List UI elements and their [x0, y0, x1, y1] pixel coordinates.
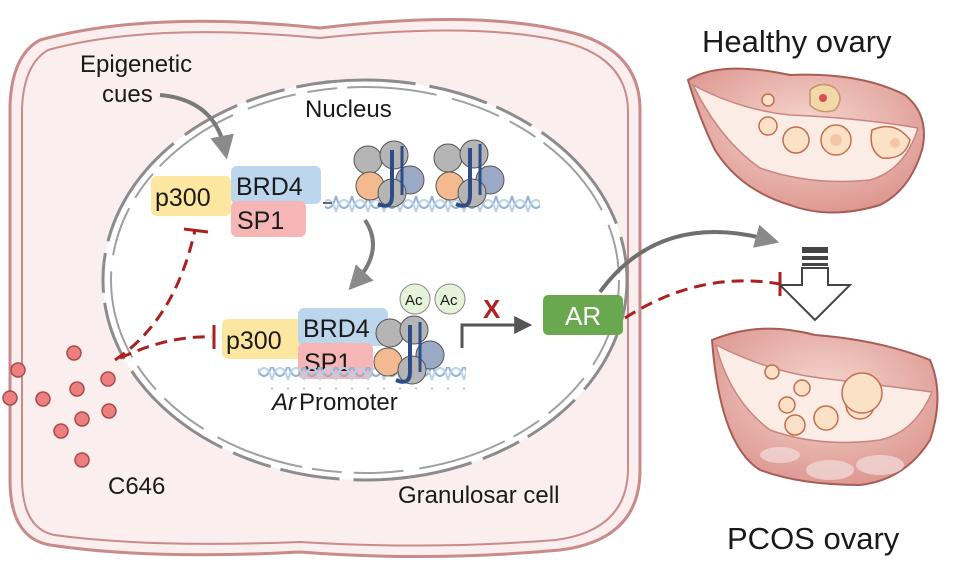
- sp1-box-top: [231, 201, 306, 237]
- nucleosome-top-1: [353, 140, 425, 208]
- sp1-label-top: SP1: [237, 207, 284, 235]
- healthy-ovary-illustration: [686, 67, 925, 214]
- epigenetic-cues-label-2: cues: [102, 81, 153, 108]
- ar-promoter-italic: Ar: [270, 389, 297, 416]
- brd4-label-top: BRD4: [236, 173, 303, 201]
- ar-output-arrow: [598, 224, 780, 294]
- epigenetic-cues-arrow: [159, 93, 234, 160]
- pcos-ovary-label: PCOS ovary: [727, 521, 900, 556]
- healthy-ovary-label: Healthy ovary: [702, 24, 892, 59]
- nucleosome-bottom: [373, 315, 445, 385]
- acetyl-mark-2: Ac: [434, 283, 466, 315]
- block-x-mark: X: [483, 294, 501, 324]
- ar-label: AR: [565, 301, 601, 331]
- pcos-ovary-illustration: [710, 327, 939, 487]
- top-complex: p300 BRD4 SP1: [151, 166, 321, 237]
- brd4-label-bottom: BRD4: [303, 315, 370, 343]
- transcription-start-arrow: [460, 316, 533, 348]
- bottom-complex: p300 BRD4 SP1: [222, 308, 388, 379]
- nucleosome-top-2: [433, 139, 505, 208]
- ar-promoter-label: Promoter: [299, 389, 398, 416]
- dna-strand-bottom: [258, 367, 466, 389]
- ar-inhibition-line: [624, 279, 781, 320]
- c646-molecules: [2, 345, 117, 468]
- granulosa-cell-label: Granulosar cell: [398, 482, 559, 509]
- c646-inhibit-top: [114, 229, 197, 362]
- ar-box: [543, 295, 623, 335]
- transition-arrow: [777, 247, 853, 322]
- c646-inhibit-bottom: [119, 335, 213, 360]
- brd4-box-top: [231, 166, 321, 204]
- svg-text:Ac: Ac: [405, 292, 423, 309]
- nucleus-envelope: [101, 78, 629, 482]
- recruitment-arrow: [348, 218, 375, 291]
- epigenetic-cues-label-1: Epigenetic: [80, 51, 192, 78]
- svg-text:Ac: Ac: [440, 292, 458, 309]
- acetyl-mark-1: Ac: [399, 283, 431, 315]
- dna-strand-top: [325, 192, 540, 214]
- p300-box-bottom: [222, 319, 302, 359]
- c646-label: C646: [108, 473, 165, 500]
- brd4-box-bottom: [298, 308, 388, 346]
- p300-box-top: [151, 176, 231, 216]
- p300-label-top: p300: [155, 184, 211, 212]
- nucleus-label: Nucleus: [305, 96, 392, 123]
- p300-label-bottom: p300: [226, 327, 282, 355]
